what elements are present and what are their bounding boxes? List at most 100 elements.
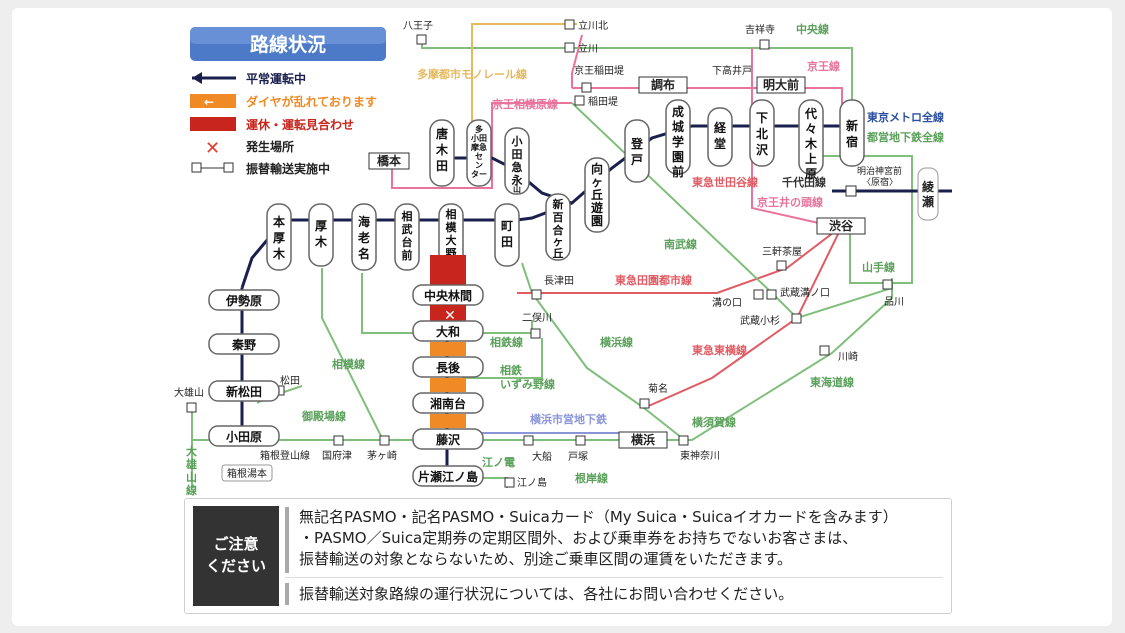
station-enoshima: 江ノ島: [517, 476, 547, 489]
station-shinmatsuda: 新松田: [226, 384, 262, 399]
svg-text:ター: ター: [471, 169, 487, 179]
legend-delay: ダイヤが乱れております: [246, 94, 377, 109]
station-fujisawa: 藤沢: [435, 432, 461, 447]
svg-text:セ: セ: [475, 152, 483, 161]
station-chuorinkan: 中央林間: [424, 288, 472, 303]
label-chuo: 中央線: [796, 22, 829, 36]
svg-text:登: 登: [630, 136, 644, 151]
station-higashikanagawa: 東神奈川: [680, 449, 720, 462]
notice-line-4: 振替輸送対象路線の運行状況については、各社にお問い合わせください。: [285, 583, 955, 605]
line-labels: 中央線 多摩都市モノレール線 京王線 京王相模原線 東京メトロ全線 都営地下鉄全…: [185, 22, 944, 497]
station-hachioji: 八王子: [403, 20, 433, 32]
station-hadano: 秦野: [231, 337, 256, 352]
svg-text:小: 小: [511, 134, 523, 148]
station-totsuka: 戸塚: [568, 451, 588, 463]
svg-text:相: 相: [446, 207, 457, 221]
title-badge: 路線状況: [190, 27, 386, 61]
legend-suspended: 運休・運転見合わせ: [246, 117, 354, 132]
label-keio-sagamihara: 京王相模原線: [492, 97, 558, 111]
station-keio-inadazutsumi: 京王稲田堤: [574, 64, 624, 77]
legend-transfer: 振替輸送実施中: [246, 161, 330, 176]
legend-normal: 平常運転中: [246, 71, 306, 86]
label-yamanote: 山手線: [862, 260, 895, 274]
station-kichijoji: 吉祥寺: [745, 23, 775, 36]
odakyu-horizontal-stations: 伊勢原 秦野 新松田 小田原 中央林間 ✕ 大和 長後 湘南台 藤沢 片瀬江ノ島: [208, 255, 484, 487]
notice-badge: ご注意ください: [193, 506, 279, 606]
svg-text:城: 城: [672, 119, 684, 134]
svg-text:大: 大: [446, 233, 457, 247]
station-isehara: 伊勢原: [225, 293, 262, 308]
station-yamato: 大和: [436, 324, 460, 339]
station-mizonokuchi: 溝の口: [712, 296, 742, 309]
svg-text:名: 名: [358, 246, 370, 261]
svg-text:丘: 丘: [553, 247, 564, 260]
svg-text:老: 老: [358, 230, 370, 245]
label-yokosuka: 横須賀線: [692, 415, 736, 429]
label-nambu: 南武線: [664, 237, 697, 251]
svg-text:木: 木: [272, 246, 286, 261]
station-ofuna: 大船: [532, 450, 552, 463]
notice-separator: [285, 577, 943, 578]
svg-text:向: 向: [591, 161, 603, 176]
station-musashikosugi: 武蔵小杉: [740, 314, 780, 327]
station-shibuya: 渋谷: [829, 218, 854, 233]
svg-text:ヶ: ヶ: [553, 235, 564, 248]
svg-text:ヶ: ヶ: [591, 175, 603, 189]
label-enoden: 江ノ電: [482, 455, 515, 469]
route-map: 路線状況 平常運転中 ← ダイヤが乱れております 運休・運転見合わせ ✕ 発生場…: [174, 19, 952, 497]
label-yokohama-subway: 横浜市営地下鉄: [530, 412, 608, 426]
svg-text:多: 多: [475, 124, 483, 134]
svg-text:園: 園: [591, 214, 603, 228]
station-matsuda: 松田: [280, 374, 300, 387]
label-keio: 京王線: [807, 59, 840, 73]
svg-text:台: 台: [402, 235, 413, 249]
svg-text:下: 下: [756, 111, 768, 125]
svg-text:木: 木: [314, 234, 328, 249]
svg-text:々: 々: [805, 122, 817, 136]
svg-text:成: 成: [672, 104, 684, 119]
label-tokaido: 東海道線: [810, 375, 854, 389]
station-shonandai: 湘南台: [430, 396, 466, 411]
label-sotetsu-izumino-2: いずみ野線: [500, 377, 555, 391]
svg-text:新: 新: [553, 197, 564, 211]
svg-text:宿: 宿: [846, 134, 858, 149]
svg-text:野: 野: [446, 247, 457, 260]
svg-text:小田: 小田: [470, 133, 487, 143]
notice-line-2: ・PASMO／Suica定期券の定期区間外、および乗車券をお持ちでないお客さまは…: [299, 529, 858, 547]
label-tama-monorail: 多摩都市モノレール線: [417, 67, 527, 81]
notice-main: 無記名PASMO・記名PASMO・Suicaカード（My Suica・Suica…: [285, 507, 955, 573]
svg-text:相: 相: [402, 209, 413, 223]
legend-incident: 発生場所: [245, 139, 294, 154]
station-sangenjaya: 三軒茶屋: [762, 245, 802, 258]
station-chofu: 調布: [651, 77, 675, 92]
station-meijijingumae-1: 明治神宮前: [857, 165, 902, 177]
station-chigasaki: 茅ヶ崎: [367, 449, 397, 462]
svg-text:雄: 雄: [185, 457, 197, 471]
station-hashimoto: 橋本: [377, 153, 401, 168]
svg-text:急: 急: [512, 160, 523, 174]
station-yokohama: 横浜: [631, 432, 655, 447]
label-sagami: 相模線: [332, 357, 365, 371]
notice-line-3: 振替輸送の対象とならないため、別途ご乗車区間の運賃をいただきます。: [299, 550, 793, 568]
map-title: 路線状況: [250, 33, 326, 56]
svg-text:合: 合: [553, 223, 565, 237]
svg-text:田: 田: [436, 159, 448, 173]
svg-text:大: 大: [186, 444, 197, 458]
svg-text:武: 武: [402, 222, 413, 236]
svg-text:厚: 厚: [315, 219, 327, 233]
svg-text:代: 代: [804, 106, 817, 121]
station-meijijingumae-2: 〈原宿〉: [862, 176, 898, 188]
svg-text:海: 海: [358, 214, 370, 229]
label-tokyu-setagaya: 東急世田谷線: [692, 175, 758, 189]
svg-text:厚: 厚: [273, 231, 285, 245]
label-hakone-tozan: 箱根登山線: [260, 449, 310, 462]
station-tachikawakita: 立川北: [578, 19, 608, 32]
svg-text:町: 町: [501, 219, 513, 233]
svg-text:園: 園: [672, 150, 684, 164]
label-tokyo-metro: 東京メトロ全線: [867, 110, 944, 124]
svg-text:上: 上: [805, 151, 817, 166]
svg-text:木: 木: [804, 136, 818, 151]
station-futamatagawa: 二俣川: [522, 311, 552, 324]
